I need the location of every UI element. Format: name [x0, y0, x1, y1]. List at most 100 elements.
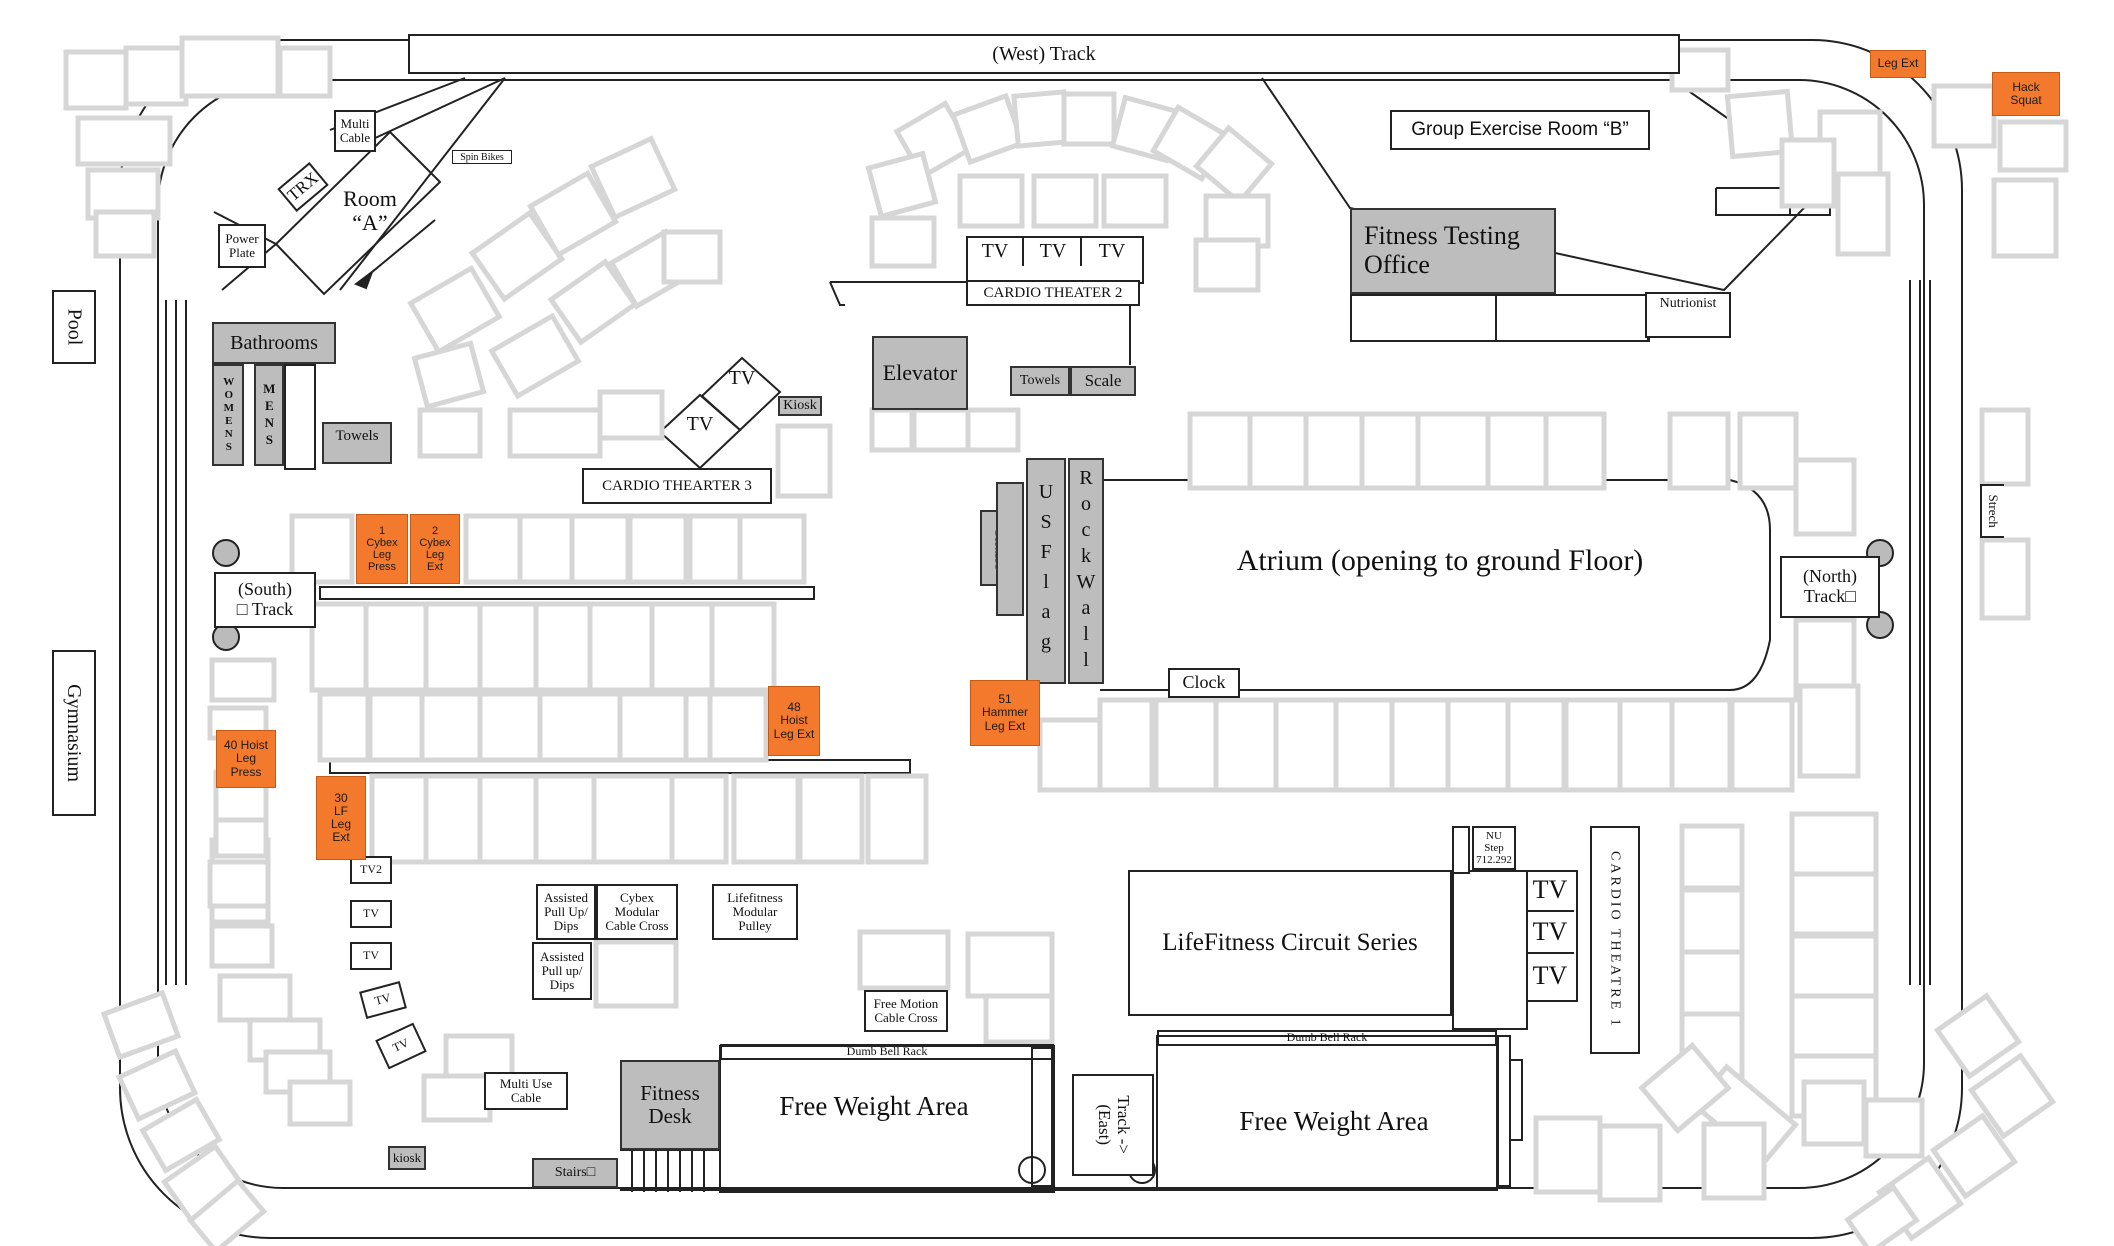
lifefitness-modular-pulley[interactable]: Lifefitness Modular Pulley: [712, 884, 798, 940]
dumb-bell-rack-2: Dumb Bell Rack: [1157, 1030, 1497, 1046]
fitness-desk[interactable]: Fitness Desk: [620, 1060, 720, 1150]
towels-left: Towels: [322, 422, 392, 464]
womens-label: WOMENS: [222, 376, 235, 454]
cardio-theater-2[interactable]: CARDIO THEATER 2: [966, 280, 1140, 306]
machine-1-cybex-leg-press[interactable]: 1 Cybex Leg Press: [356, 514, 408, 584]
leg-ext-top[interactable]: Leg Ext: [1870, 50, 1926, 78]
equipment-piece: [277, 45, 333, 99]
equipment-piece: [1505, 697, 1567, 793]
north-track-label: (North) Track□: [1780, 556, 1880, 618]
power-plate[interactable]: Power Plate: [218, 224, 266, 268]
equipment-piece: [593, 939, 679, 1009]
cardio-theater-1[interactable]: CARDIO THEATRE 1: [1590, 826, 1640, 1054]
equipment-piece: [869, 215, 937, 269]
equipment-piece: [1701, 1121, 1767, 1201]
tv-left-1: TV: [350, 900, 392, 928]
cardio-theater-2-tv-1: TV: [968, 236, 1024, 266]
machine-40-hoist-leg-press[interactable]: 40 Hoist Leg Press: [216, 730, 276, 788]
equipment-piece: [731, 773, 801, 865]
stairs[interactable]: Stairs□: [532, 1158, 618, 1188]
cardio-theater-3[interactable]: CARDIO THEARTER 3: [582, 468, 772, 504]
elevator[interactable]: Elevator: [872, 336, 968, 410]
machine-48-hoist-leg-ext[interactable]: 48 Hoist Leg Ext: [768, 686, 820, 756]
equipment-piece: [737, 513, 807, 585]
rock-wall[interactable]: RockWall: [1068, 458, 1104, 684]
assisted-pull-up-dips-1[interactable]: Assisted Pull Up/ Dips: [536, 884, 596, 940]
multi-cable[interactable]: Multi Cable: [334, 110, 376, 152]
equipment-piece: [209, 657, 277, 703]
equipment-piece: [857, 929, 951, 991]
womens-restroom[interactable]: WOMENS: [212, 364, 244, 466]
equipment-piece: [507, 407, 603, 459]
equipment-piece: [1801, 1079, 1867, 1147]
equipment-piece: [1979, 537, 2031, 621]
mens-restroom[interactable]: MENS: [254, 364, 284, 466]
lifefitness-circuit-series[interactable]: LifeFitness Circuit Series: [1128, 870, 1452, 1016]
equipment-piece: [421, 1073, 493, 1123]
east-track-label: Track -> (East): [1072, 1074, 1154, 1176]
cardio-theater-2-tv-2: TV: [1026, 236, 1082, 266]
equipment-piece: [1844, 1184, 1920, 1246]
scale[interactable]: Scale: [1070, 366, 1136, 396]
fitness-testing-office[interactable]: Fitness Testing Office: [1350, 208, 1556, 294]
machine-2-cybex-leg-ext[interactable]: 2 Cybex Leg Ext: [410, 514, 460, 584]
cardio-theater-1-tv-3: TV: [1532, 960, 1568, 990]
nu-step[interactable]: NU Step 712.292: [1472, 826, 1516, 870]
equipment-piece: [965, 931, 1055, 999]
assisted-pull-up-dips-2[interactable]: Assisted Pull up/ Dips: [532, 942, 592, 1000]
equipment-piece: [209, 923, 275, 969]
equipment-piece: [417, 407, 483, 459]
equipment-piece: [587, 135, 679, 221]
cardio-theater-3-tv-2: TV: [686, 413, 714, 435]
room-a[interactable]: Room “A”: [343, 185, 397, 235]
equipment-piece: [1563, 697, 1623, 793]
free-weight-area-1[interactable]: Free Weight Area: [779, 1091, 969, 1122]
bathrooms[interactable]: Bathrooms: [212, 322, 336, 364]
us-flag[interactable]: USFlag: [1026, 458, 1066, 684]
circuit-annex: [1452, 870, 1528, 1030]
machine-51-hammer-leg-ext[interactable]: 51 Hammer Leg Ext: [970, 680, 1040, 746]
equipment-pieces: [63, 35, 2069, 1246]
equipment-piece: [407, 264, 503, 356]
equipment-piece: [1679, 887, 1745, 955]
pool-label: Pool: [63, 308, 85, 346]
equipment-piece: [1247, 411, 1309, 491]
equipment-piece: [477, 691, 543, 763]
free-weight-area-2[interactable]: Free Weight Area: [1239, 1106, 1429, 1137]
equipment-piece: [463, 513, 525, 585]
tv2-left: TV2: [350, 856, 392, 884]
gymnasium[interactable]: Gymnasium: [52, 650, 96, 816]
kiosk-top[interactable]: Kiosk: [778, 396, 822, 416]
kiosk-bottom[interactable]: kiosk: [388, 1146, 426, 1170]
equipment-piece: [1389, 697, 1451, 793]
pool[interactable]: Pool: [52, 290, 96, 364]
equipment-piece: [1533, 1115, 1603, 1195]
equipment-piece: [1445, 697, 1511, 793]
equipment-piece: [1933, 992, 2023, 1080]
free-motion-cable-cross[interactable]: Free Motion Cable Cross: [864, 990, 948, 1032]
equipment-piece: [1797, 683, 1861, 779]
group-exercise-room-b[interactable]: Group Exercise Room “B”: [1390, 110, 1650, 150]
nutrionist-office[interactable]: Nutrionist: [1645, 292, 1731, 338]
multi-use-cable[interactable]: Multi Use Cable: [484, 1072, 568, 1110]
room-a-outline: [213, 77, 506, 296]
machine-30-lf-leg-ext[interactable]: 30 LF Leg Ext: [316, 776, 366, 860]
cybex-modular-cable-cross[interactable]: Cybex Modular Cable Cross: [596, 884, 678, 940]
equipment-piece: [93, 209, 157, 259]
equipment-piece: [1193, 237, 1261, 293]
equipment-piece: [569, 513, 631, 585]
dumb-bell-rack-1: Dumb Bell Rack: [720, 1044, 1054, 1060]
stairs-lines: [620, 1149, 720, 1192]
equipment-piece: [1679, 949, 1745, 1017]
equipment-piece: [1333, 697, 1395, 793]
stretch-area[interactable]: Strech: [1980, 484, 2004, 538]
equipment-piece: [1967, 1052, 2057, 1140]
equipment-piece: [1011, 89, 1071, 149]
equipment-piece: [517, 513, 579, 585]
spin-bikes[interactable]: Spin Bikes: [452, 150, 512, 164]
equipment-piece: [1101, 173, 1169, 229]
hack-squat[interactable]: Hack Squat: [1992, 72, 2060, 116]
equipment-piece: [179, 35, 281, 99]
equipment-piece: [75, 115, 173, 167]
equipment-piece: [100, 989, 182, 1061]
